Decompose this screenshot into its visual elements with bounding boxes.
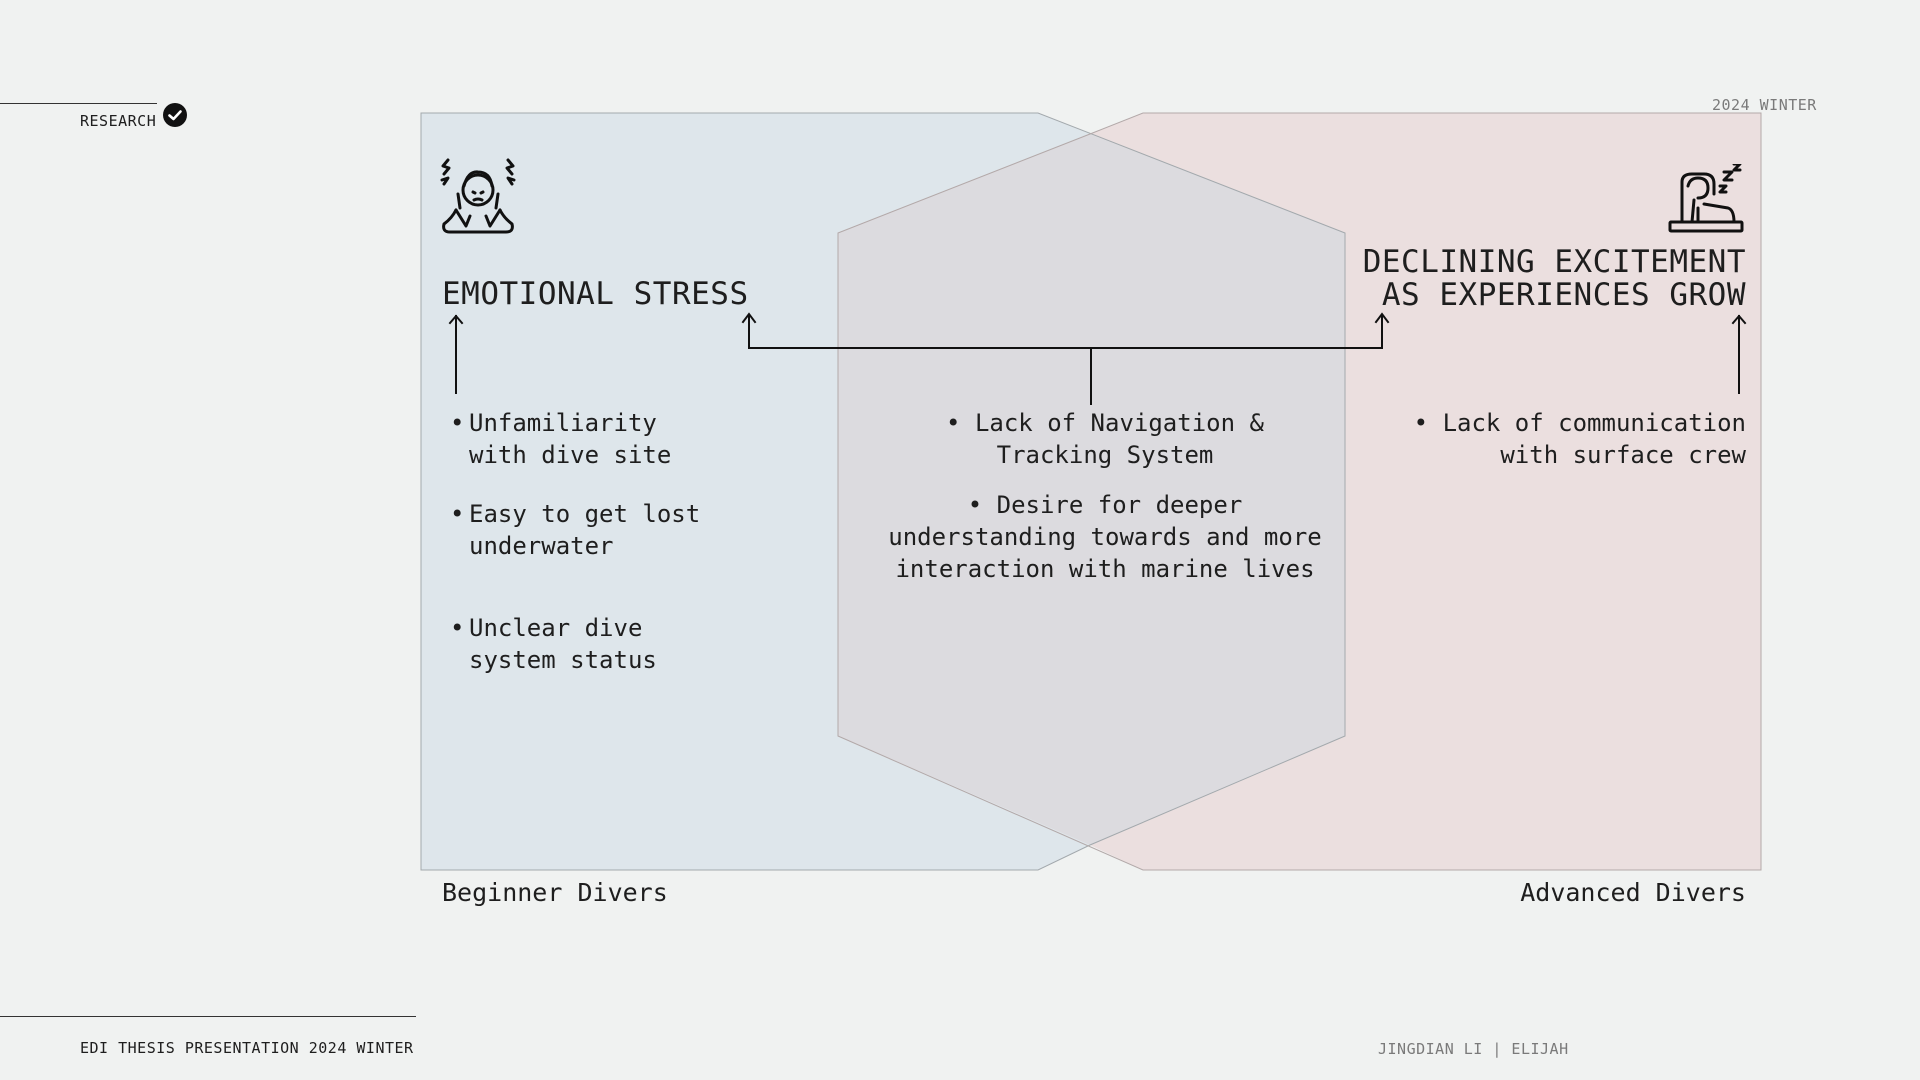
beginner-outline [420,112,1346,871]
left-title: EMOTIONAL STRESS [442,276,749,312]
right-title-line-2: AS EXPERIENCES GROW [1381,277,1746,313]
footer-presentation: EDI THESIS PRESENTATION 2024 WINTER [80,1039,414,1057]
right-bullet-text: Lack of communication with surface crew [1442,409,1746,469]
center-left-arrow-head [741,312,757,324]
center-bullet: • Desire for deeper understanding toward… [888,491,1322,583]
advanced-region [1090,113,1761,870]
left-bullet-text: Unclear dive system status [469,614,657,674]
beginner-region [421,113,1090,870]
center-right-arrow-head [1374,312,1390,324]
advanced-caption: Advanced Divers [1520,878,1746,907]
left-bullet: •Unfamiliarity with dive site [450,407,720,471]
center-bullet: • Lack of Navigation & Tracking System [946,409,1264,469]
section-label: RESEARCH [80,112,157,130]
left-bullet: •Unclear dive system status [450,612,720,676]
center-bullet-text: Lack of Navigation & Tracking System [974,409,1264,469]
right-arrow-head [1731,314,1747,325]
period-label: 2024 WINTER [1712,96,1817,114]
header-rule [0,103,157,104]
footer-authors: JINGDIAN LI | ELIJAH [1378,1040,1569,1058]
overlap-region [838,134,1345,845]
advanced-outline [837,112,1762,871]
left-bullet: •Easy to get lost underwater [450,498,720,562]
stressed-person-icon [440,156,516,234]
right-bullet: • Lack of communication with surface cre… [1413,409,1746,469]
footer-rule [0,1016,416,1017]
check-circle-icon [163,103,187,127]
beginner-caption: Beginner Divers [442,878,668,907]
right-title: DECLINING EXCITEMENT AS EXPERIENCES GROW [1300,246,1746,312]
left-bullet-text: Unfamiliarity with dive site [469,409,672,469]
left-arrow-head [448,314,464,325]
center-bullet-text: Desire for deeper understanding towards … [888,491,1322,583]
left-bullet-text: Easy to get lost underwater [469,500,701,560]
center-bracket [748,315,1383,349]
sleeping-person-icon [1668,162,1744,234]
right-title-line-1: DECLINING EXCITEMENT [1362,244,1746,280]
